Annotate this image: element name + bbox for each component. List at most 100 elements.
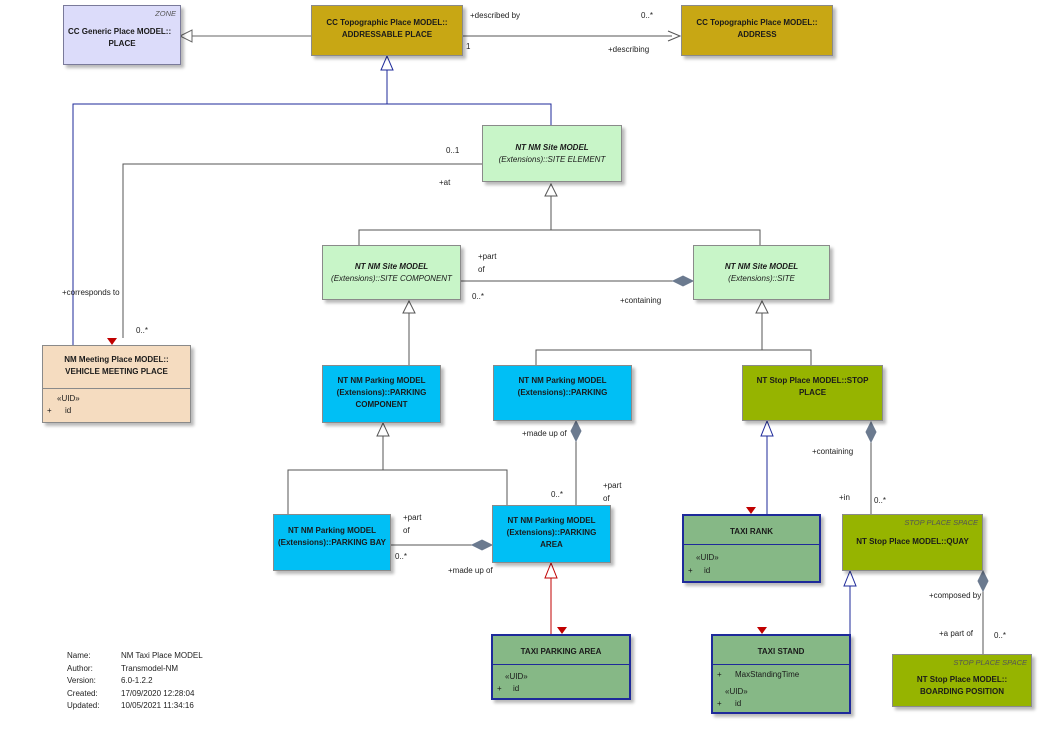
class-parking-bay[interactable]: NT NM Parking MODEL (Extensions)::PARKIN… xyxy=(273,514,391,571)
attribute-compartment: «UID» + id xyxy=(493,664,629,701)
note-updated-key: Updated: xyxy=(67,701,100,711)
multiplicity-label: 0..* xyxy=(551,490,564,499)
class-name: ADDRESSABLE PLACE xyxy=(341,30,433,39)
class-package: NT Stop Place MODEL::STOP xyxy=(756,376,869,385)
note-name-value: NM Taxi Place MODEL xyxy=(121,651,203,660)
attribute-stereotype: «UID» xyxy=(505,672,528,681)
attribute-id: id xyxy=(65,406,72,415)
class-stop-place[interactable]: NT Stop Place MODEL::STOP PLACE xyxy=(742,365,883,421)
attribute-max-standing-time: MaxStandingTime xyxy=(735,670,800,679)
attribute-compartment: «UID» + id xyxy=(43,388,190,424)
role-containing: +containing xyxy=(812,447,854,456)
class-taxi-parking-area[interactable]: TAXI PARKING AREA «UID» + id xyxy=(491,634,631,700)
role-in: +in xyxy=(839,493,850,502)
class-address[interactable]: CC Topographic Place MODEL:: ADDRESS xyxy=(681,5,833,56)
class-package: NT NM Site MODEL xyxy=(515,143,589,152)
inheritance-marker-taxi-parking-area xyxy=(557,627,567,634)
class-quay[interactable]: STOP PLACE SPACE NT Stop Place MODEL::QU… xyxy=(842,514,983,571)
class-parking[interactable]: NT NM Parking MODEL (Extensions)::PARKIN… xyxy=(493,365,632,421)
class-package: NT NM Site MODEL xyxy=(354,262,429,271)
class-parking-area[interactable]: NT NM Parking MODEL (Extensions)::PARKIN… xyxy=(492,505,611,563)
class-package: NT NM Parking MODEL xyxy=(507,516,596,525)
note-author-key: Author: xyxy=(67,663,93,673)
generalization-arrowhead-blue xyxy=(380,54,394,71)
role-at: +at xyxy=(439,178,451,187)
class-name: NT Stop Place MODEL::QUAY xyxy=(856,537,969,546)
class-parking-component[interactable]: NT NM Parking MODEL (Extensions)::PARKIN… xyxy=(322,365,441,423)
multiplicity-label: 0..* xyxy=(472,292,485,301)
class-vehicle-meeting-place[interactable]: NM Meeting Place MODEL:: VEHICLE MEETING… xyxy=(42,345,191,423)
attribute-id: id xyxy=(513,684,520,693)
role-made-up-of: +made up of xyxy=(448,566,493,575)
note-version-value: 6.0-1.2.2 xyxy=(121,676,153,686)
class-name: TAXI STAND xyxy=(757,647,805,656)
class-package: NT NM Parking MODEL xyxy=(518,376,607,385)
class-addressable-place[interactable]: CC Topographic Place MODEL:: ADDRESSABLE… xyxy=(311,5,463,56)
attribute-stereotype: «UID» xyxy=(57,394,80,403)
role-part-of: of xyxy=(478,265,485,274)
class-name: (Extensions)::SITE xyxy=(728,274,795,283)
class-name: PLACE xyxy=(798,388,827,397)
class-taxi-stand[interactable]: TAXI STAND + MaxStandingTime «UID» + id xyxy=(711,634,851,714)
role-made-up-of: +made up of xyxy=(522,429,567,438)
class-package: CC Topographic Place MODEL:: xyxy=(696,18,818,27)
generalization-arrowhead xyxy=(178,29,193,43)
generalization-vmp-addressable xyxy=(72,103,387,345)
attribute-visibility: + xyxy=(717,670,722,679)
class-name-cont: AREA xyxy=(540,540,563,549)
stereotype-label: STOP PLACE SPACE xyxy=(904,518,978,527)
generalization-arrowhead-blue xyxy=(843,569,857,587)
association-arrowhead xyxy=(667,30,682,42)
role-a-part-of: +a part of xyxy=(939,629,974,638)
class-package: NT NM Site MODEL xyxy=(724,262,799,271)
class-site-element[interactable]: NT NM Site MODEL (Extensions)::SITE ELEM… xyxy=(482,125,622,182)
class-taxi-rank[interactable]: TAXI RANK «UID» + id xyxy=(682,514,821,583)
multiplicity-label: 0..* xyxy=(136,326,149,335)
attribute-compartment: «UID» + id xyxy=(684,544,819,584)
note-created-value: 17/09/2020 12:28:04 xyxy=(121,688,195,698)
class-site-component[interactable]: NT NM Site MODEL (Extensions)::SITE COMP… xyxy=(322,245,461,300)
inheritance-marker-taxi-stand xyxy=(757,627,767,634)
class-name: (Extensions)::PARKING BAY xyxy=(277,538,386,547)
attribute-visibility: + xyxy=(688,566,693,575)
role-composed-by: +composed by xyxy=(929,591,982,600)
attribute-visibility: + xyxy=(717,699,722,708)
role-containing: +containing xyxy=(620,296,662,305)
class-package: NT Stop Place MODEL:: xyxy=(916,675,1008,684)
role-corresponds-to: +corresponds to xyxy=(62,288,120,297)
class-name: (Extensions)::PARKING xyxy=(506,528,597,537)
role-part-of: of xyxy=(403,526,410,535)
diagram-notes: Name:NM Taxi Place MODEL Author:Transmod… xyxy=(67,651,203,714)
role-part-of: +part xyxy=(403,513,422,522)
generalization-arrowhead xyxy=(755,299,769,314)
class-boarding-position[interactable]: STOP PLACE SPACE NT Stop Place MODEL:: B… xyxy=(892,654,1032,707)
class-name: BOARDING POSITION xyxy=(919,687,1004,696)
class-site[interactable]: NT NM Site MODEL (Extensions)::SITE xyxy=(693,245,830,300)
generalization-arrowhead xyxy=(544,182,558,197)
multiplicity-label: 0..* xyxy=(874,496,887,505)
multiplicity-label: 1 xyxy=(466,42,471,51)
role-part-of: +part xyxy=(478,252,497,261)
attribute-stereotype: «UID» xyxy=(696,553,719,562)
generalization-parking-site xyxy=(535,313,763,365)
class-name: (Extensions)::PARKING xyxy=(336,388,427,397)
class-name: (Extensions)::SITE ELEMENT xyxy=(498,155,606,164)
composition-diamond xyxy=(671,275,695,287)
class-package: CC Generic Place MODEL:: xyxy=(68,27,172,36)
role-describing: +describing xyxy=(608,45,650,54)
class-package: NM Meeting Place MODEL:: xyxy=(64,355,169,364)
generalization-arrowhead-blue xyxy=(760,419,774,437)
class-package: NT NM Parking MODEL xyxy=(287,526,376,535)
class-place[interactable]: ZONE CC Generic Place MODEL:: PLACE xyxy=(63,5,181,65)
class-name: VEHICLE MEETING PLACE xyxy=(65,367,168,376)
inheritance-marker-taxi-rank xyxy=(746,507,756,514)
role-part-of: +part xyxy=(603,481,622,490)
generalization-site-element-addressable xyxy=(386,70,552,125)
class-name: TAXI PARKING AREA xyxy=(520,647,602,656)
generalization-arrowhead xyxy=(402,299,416,314)
attribute-stereotype: «UID» xyxy=(725,687,748,696)
generalization-site xyxy=(551,229,761,245)
generalization-site-component xyxy=(358,196,552,245)
attribute-id: id xyxy=(704,566,711,575)
role-part-of: of xyxy=(603,494,610,503)
